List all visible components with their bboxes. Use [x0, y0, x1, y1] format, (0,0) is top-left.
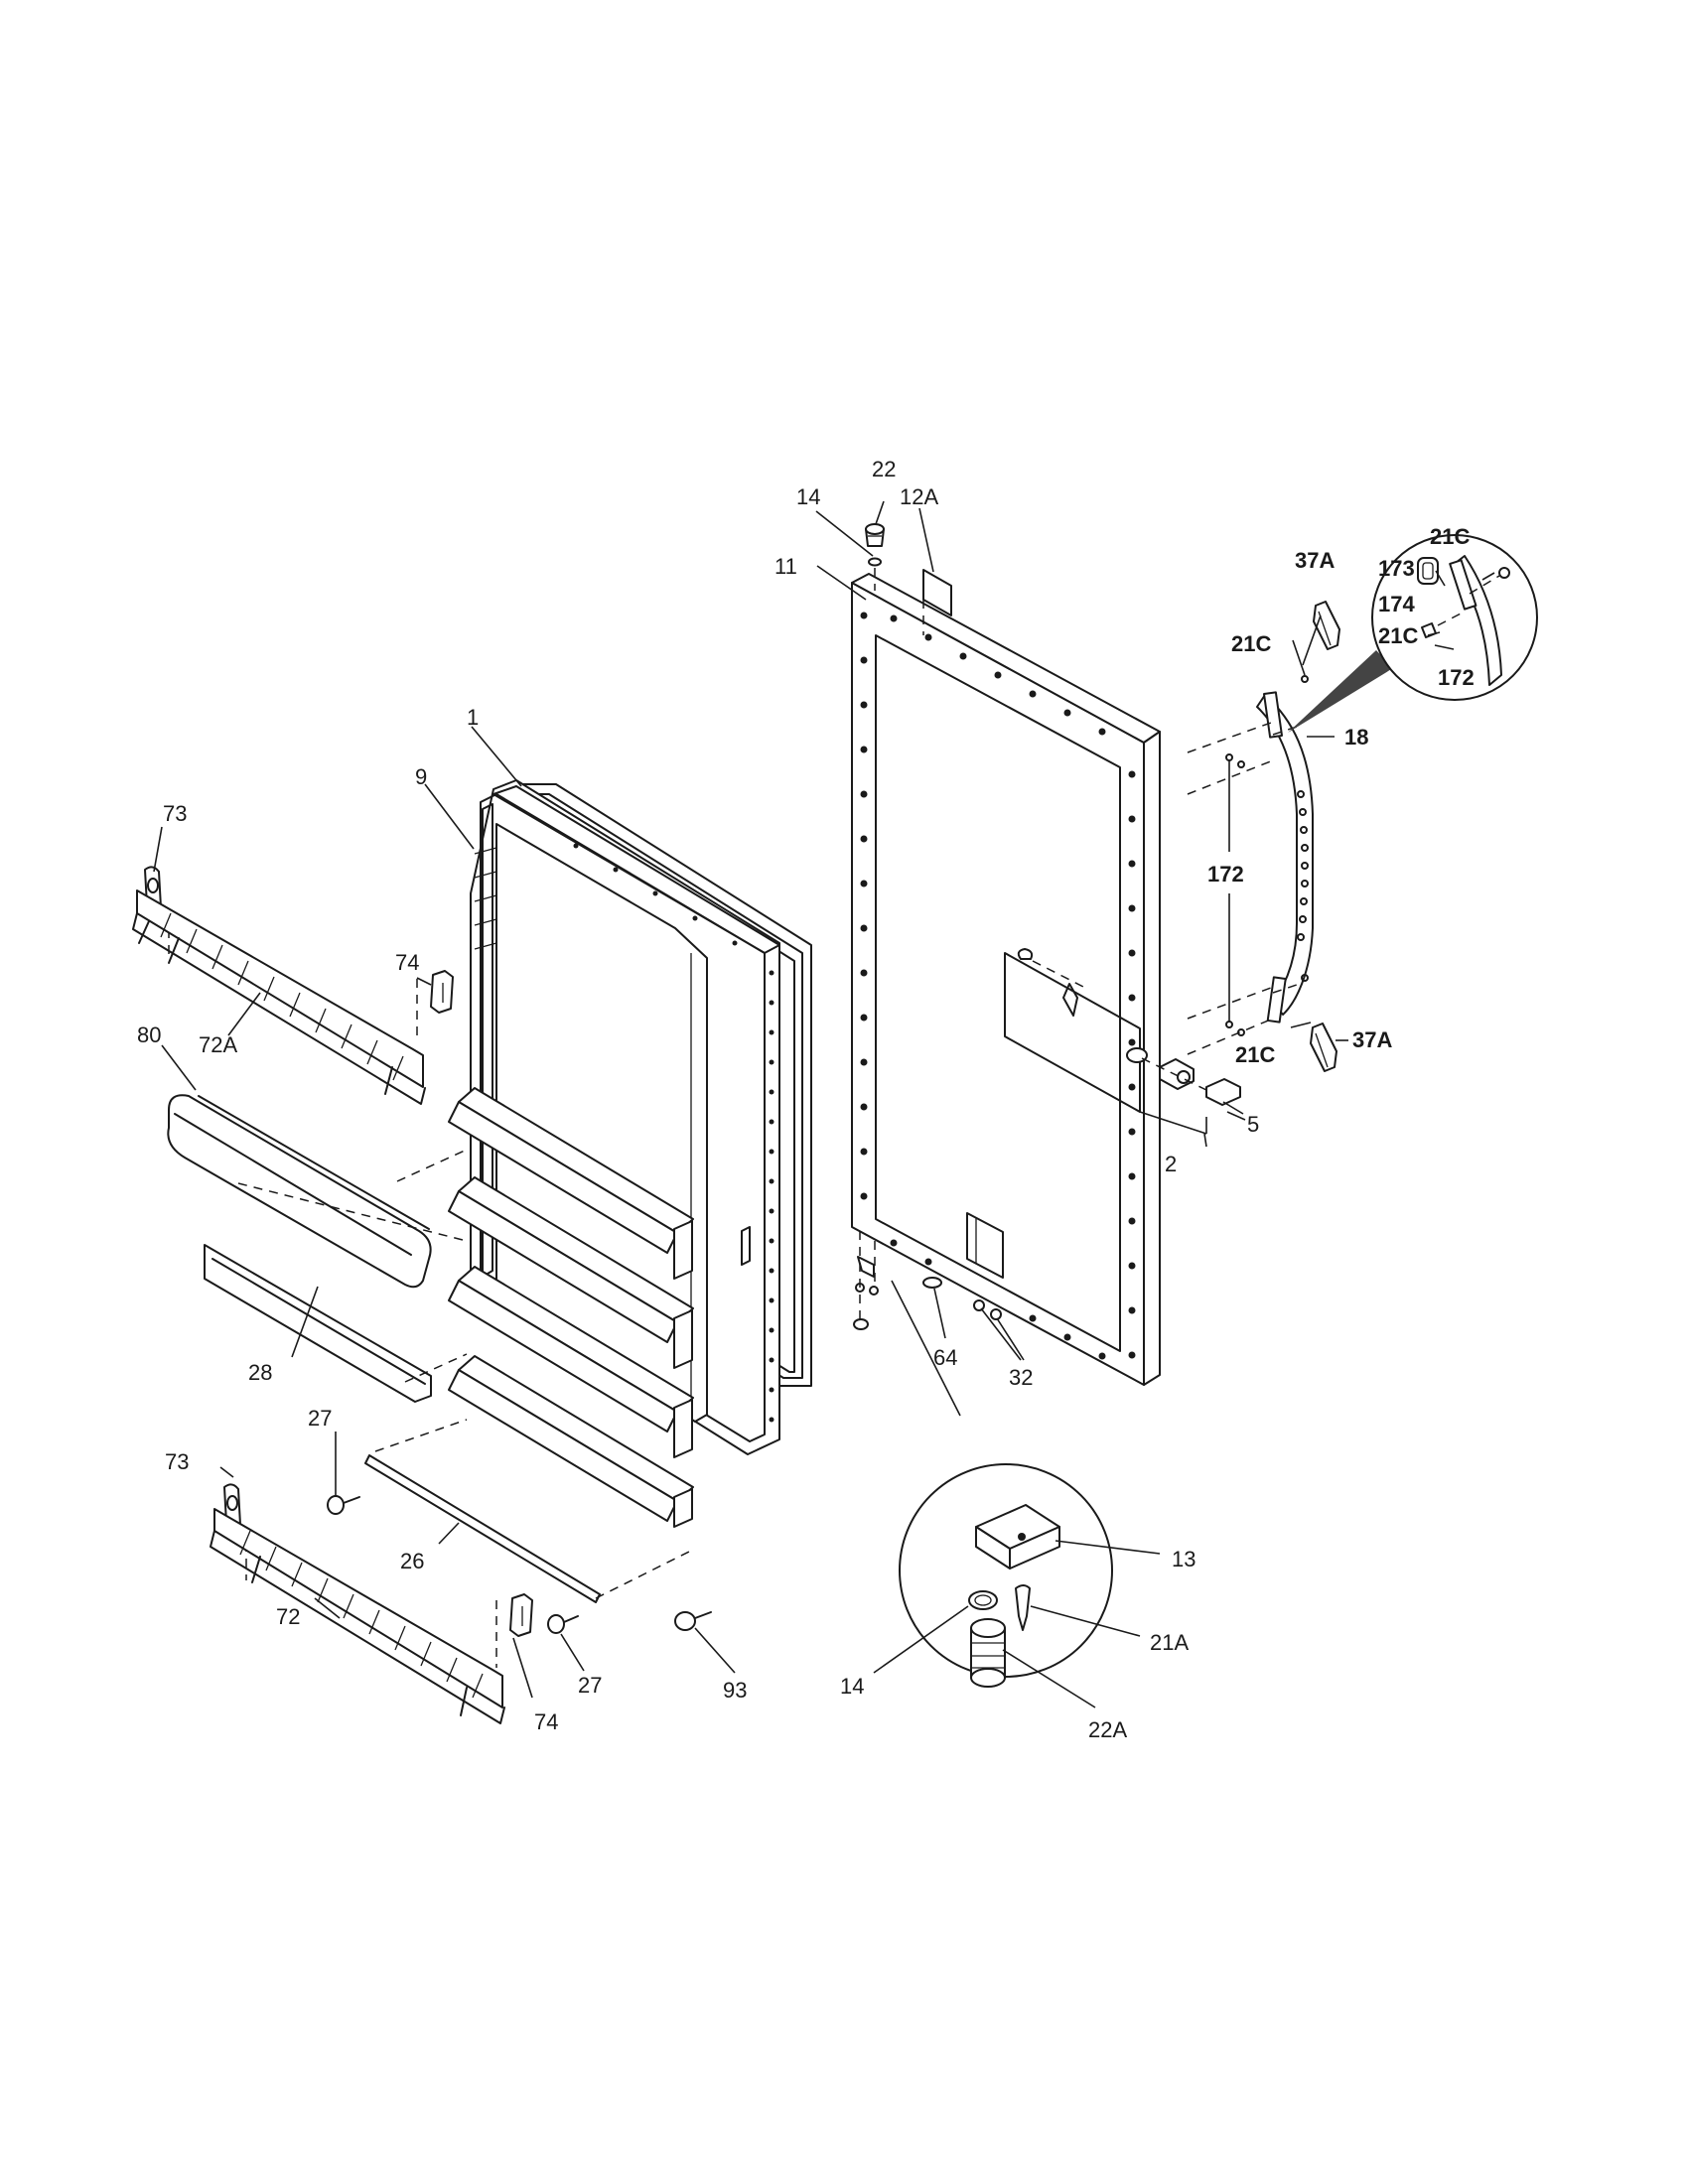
- shelf-rod-26: [364, 1419, 696, 1603]
- label-173: 173: [1378, 556, 1415, 581]
- door-shelf-72: [210, 1508, 505, 1724]
- handle-detail-circle: [1288, 534, 1538, 733]
- label-37a-lower: 37A: [1352, 1027, 1392, 1052]
- shelf-rail-28: [204, 1244, 468, 1403]
- label-80: 80: [137, 1023, 161, 1047]
- label-21c-upper: 21C: [1231, 631, 1271, 656]
- inner-liner: [448, 779, 780, 1528]
- leader-lines: [153, 500, 1495, 1708]
- bottom-hinge-small: [853, 1231, 1002, 1417]
- label-11: 11: [774, 554, 797, 579]
- liner-edge-dots: [573, 843, 774, 1423]
- label-74-upper: 74: [395, 950, 419, 975]
- shelf-bracket-74-lower: [495, 1593, 533, 1668]
- label-21c-circle-top: 21C: [1430, 524, 1470, 549]
- label-26: 26: [400, 1549, 424, 1573]
- door-handle: [1187, 675, 1314, 1055]
- bottom-hinge-detail-circle: [899, 1463, 1113, 1688]
- label-18: 18: [1344, 725, 1368, 750]
- label-64: 64: [933, 1345, 957, 1370]
- label-5: 5: [1247, 1112, 1259, 1137]
- door-shelf-72a: [132, 889, 426, 1105]
- label-22: 22: [872, 457, 896, 481]
- label-14-top: 14: [796, 484, 820, 509]
- retainer-button-27-lower: [547, 1614, 579, 1634]
- label-32: 32: [1009, 1365, 1033, 1390]
- label-72: 72: [276, 1604, 300, 1629]
- handle-cap-lower: [1310, 1023, 1337, 1072]
- screw-93: [674, 1611, 712, 1631]
- label-1: 1: [467, 705, 479, 730]
- panel-holes: [860, 612, 1136, 1360]
- outer-door-panel: [851, 573, 1161, 1386]
- label-174: 174: [1378, 592, 1415, 616]
- label-21c-circle-mid: 21C: [1378, 623, 1418, 648]
- label-74-lower: 74: [534, 1709, 558, 1734]
- label-22a: 22A: [1088, 1717, 1127, 1742]
- label-72a: 72A: [199, 1032, 237, 1057]
- label-27-upper: 27: [308, 1406, 332, 1431]
- label-13: 13: [1172, 1547, 1196, 1571]
- hinge-pin-top: [865, 523, 885, 591]
- label-plate-12a: [922, 569, 952, 635]
- shelf-bracket-74-upper: [416, 970, 454, 1042]
- label-21a: 21A: [1150, 1630, 1189, 1655]
- label-93: 93: [723, 1678, 747, 1703]
- label-28: 28: [248, 1360, 272, 1385]
- label-9: 9: [415, 764, 427, 789]
- label-27-lower: 27: [578, 1673, 602, 1698]
- retainer-button-27-upper: [327, 1495, 360, 1515]
- door-bin-80: [167, 1094, 468, 1289]
- label-14-detail: 14: [840, 1674, 864, 1699]
- part-labels: 1 9 11 14 22 12A 73 74 72A 80 28 27 73 2…: [137, 457, 1475, 1742]
- label-12a: 12A: [900, 484, 938, 509]
- label-172-circle: 172: [1438, 665, 1475, 690]
- lock-assembly: [1004, 948, 1244, 1135]
- label-37a-upper: 37A: [1295, 548, 1335, 573]
- label-2: 2: [1165, 1152, 1177, 1176]
- label-73-lower: 73: [165, 1449, 189, 1474]
- label-73-upper: 73: [163, 801, 187, 826]
- label-172-handle: 172: [1207, 862, 1244, 887]
- label-21c-lower: 21C: [1235, 1042, 1275, 1067]
